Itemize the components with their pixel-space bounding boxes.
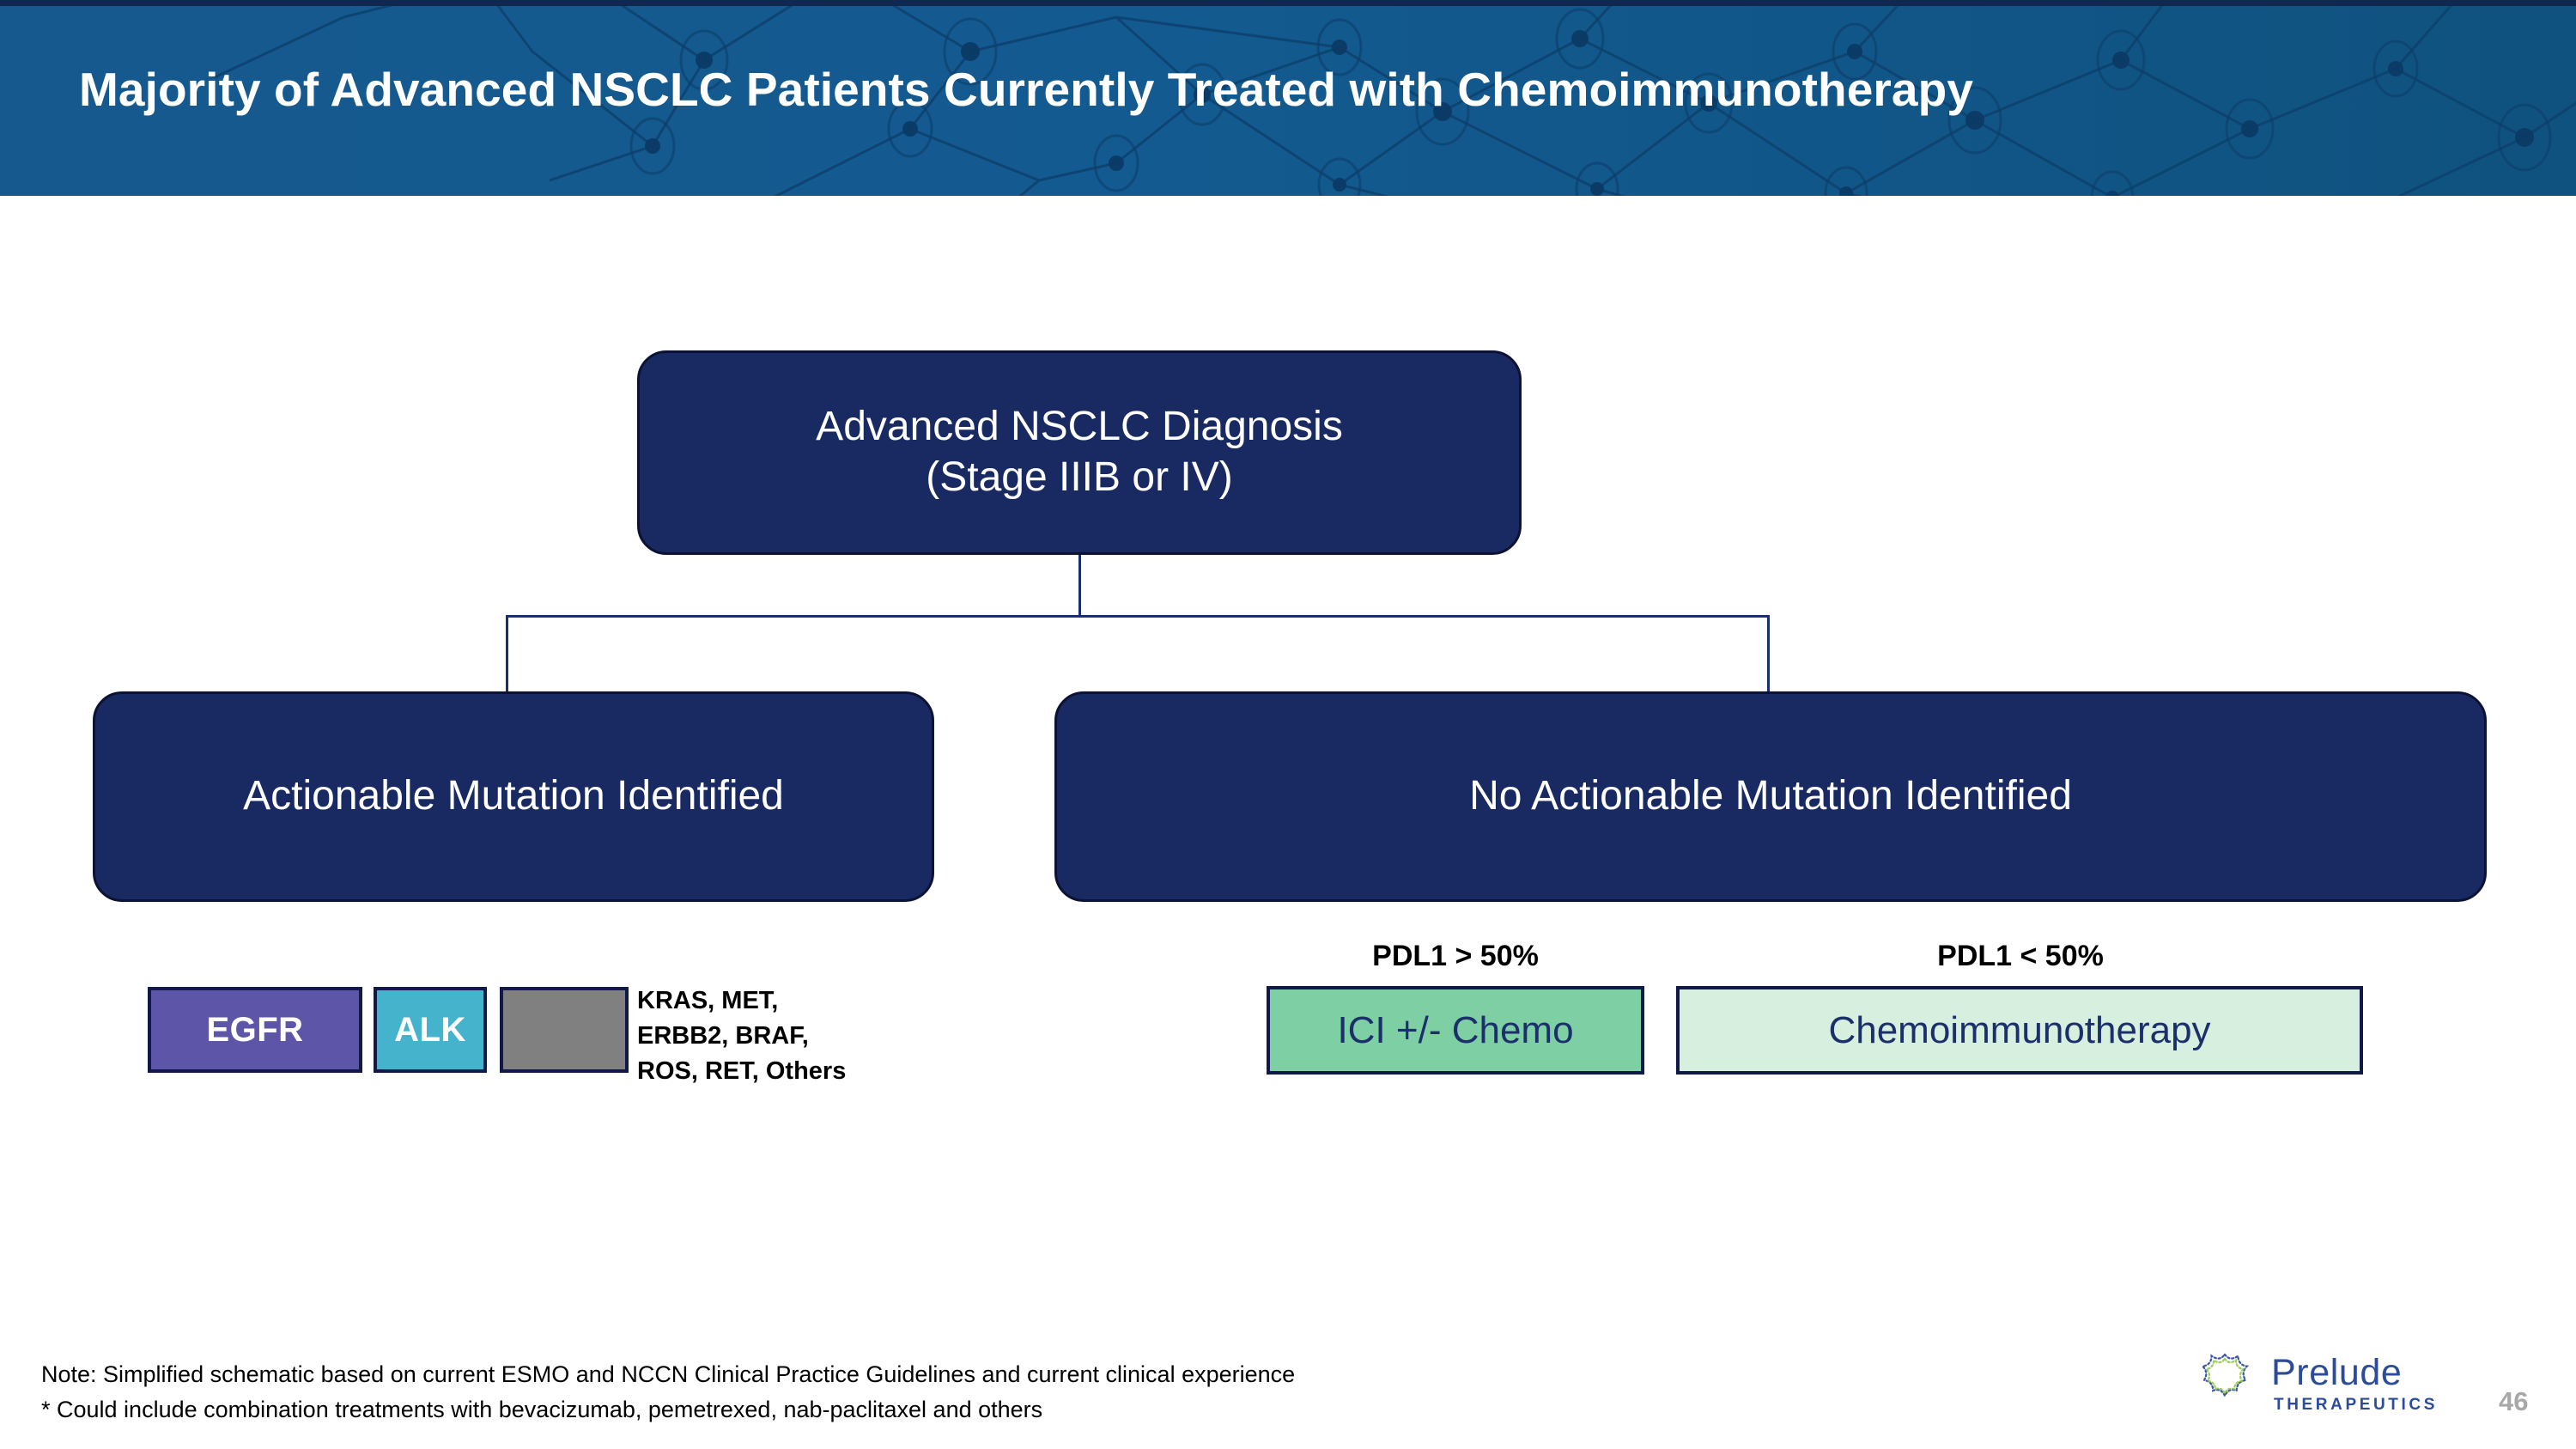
actionable-label: Actionable Mutation Identified bbox=[243, 773, 784, 819]
gene-chip-egfr: EGFR bbox=[148, 987, 362, 1073]
slide-header-band: Majority of Advanced NSCLC Patients Curr… bbox=[0, 0, 2576, 196]
gene-chip-alk-label: ALK bbox=[394, 1010, 466, 1049]
gene-list-line-3: ROS, RET, Others bbox=[637, 1057, 847, 1086]
gene-list-line-2: ERBB2, BRAF, bbox=[637, 1022, 809, 1050]
gene-chip-other-mutations bbox=[500, 987, 629, 1073]
diagnosis-line-1: Advanced NSCLC Diagnosis bbox=[816, 404, 1343, 450]
footnote-asterisk: * Could include combination treatments w… bbox=[41, 1397, 1043, 1423]
treatment-box-ici-chemo: ICI +/- Chemo bbox=[1267, 986, 1644, 1075]
gene-list-line-1: KRAS, MET, bbox=[637, 987, 779, 1014]
connector-right-branch bbox=[1767, 615, 1770, 692]
pdl1-low-label: PDL1 < 50% bbox=[1937, 940, 2104, 972]
node-actionable-mutation-identified: Actionable Mutation Identified bbox=[93, 691, 934, 902]
treatment-box-chemoimmunotherapy: Chemoimmunotherapy bbox=[1676, 986, 2363, 1075]
treatment-chemo-label: Chemoimmunotherapy bbox=[1828, 1008, 2211, 1051]
footnote-note: Note: Simplified schematic based on curr… bbox=[41, 1361, 1296, 1387]
connector-root-stem bbox=[1078, 555, 1081, 616]
network-pattern-decoration bbox=[0, 0, 2576, 196]
gene-chip-alk: ALK bbox=[374, 987, 487, 1073]
pdl1-high-label: PDL1 > 50% bbox=[1372, 940, 1539, 972]
gene-chip-egfr-label: EGFR bbox=[206, 1010, 304, 1049]
logo-tagline: THERAPEUTICS bbox=[2274, 1396, 2438, 1414]
connector-horizontal-bar bbox=[506, 615, 1770, 618]
node-advanced-nsclc-diagnosis: Advanced NSCLC Diagnosis (Stage IIIB or … bbox=[637, 350, 1522, 555]
connector-left-branch bbox=[506, 615, 508, 692]
page-number: 46 bbox=[2499, 1386, 2529, 1416]
header-top-rule bbox=[0, 0, 2576, 6]
diagnosis-line-2: (Stage IIIB or IV) bbox=[926, 454, 1233, 500]
treatment-ici-label: ICI +/- Chemo bbox=[1337, 1008, 1574, 1051]
gene-list-text: KRAS, MET, ERBB2, BRAF, ROS, RET, Others bbox=[637, 983, 998, 1090]
company-logo: Prelude THERAPEUTICS bbox=[2185, 1347, 2477, 1426]
no-actionable-label: No Actionable Mutation Identified bbox=[1469, 773, 2072, 819]
footnotes: Note: Simplified schematic based on curr… bbox=[41, 1357, 1930, 1428]
prelude-starburst-icon bbox=[2200, 1353, 2250, 1398]
node-no-actionable-mutation-identified: No Actionable Mutation Identified bbox=[1054, 691, 2487, 902]
logo-wordmark: Prelude bbox=[2271, 1352, 2403, 1393]
page-title: Majority of Advanced NSCLC Patients Curr… bbox=[79, 63, 1974, 116]
